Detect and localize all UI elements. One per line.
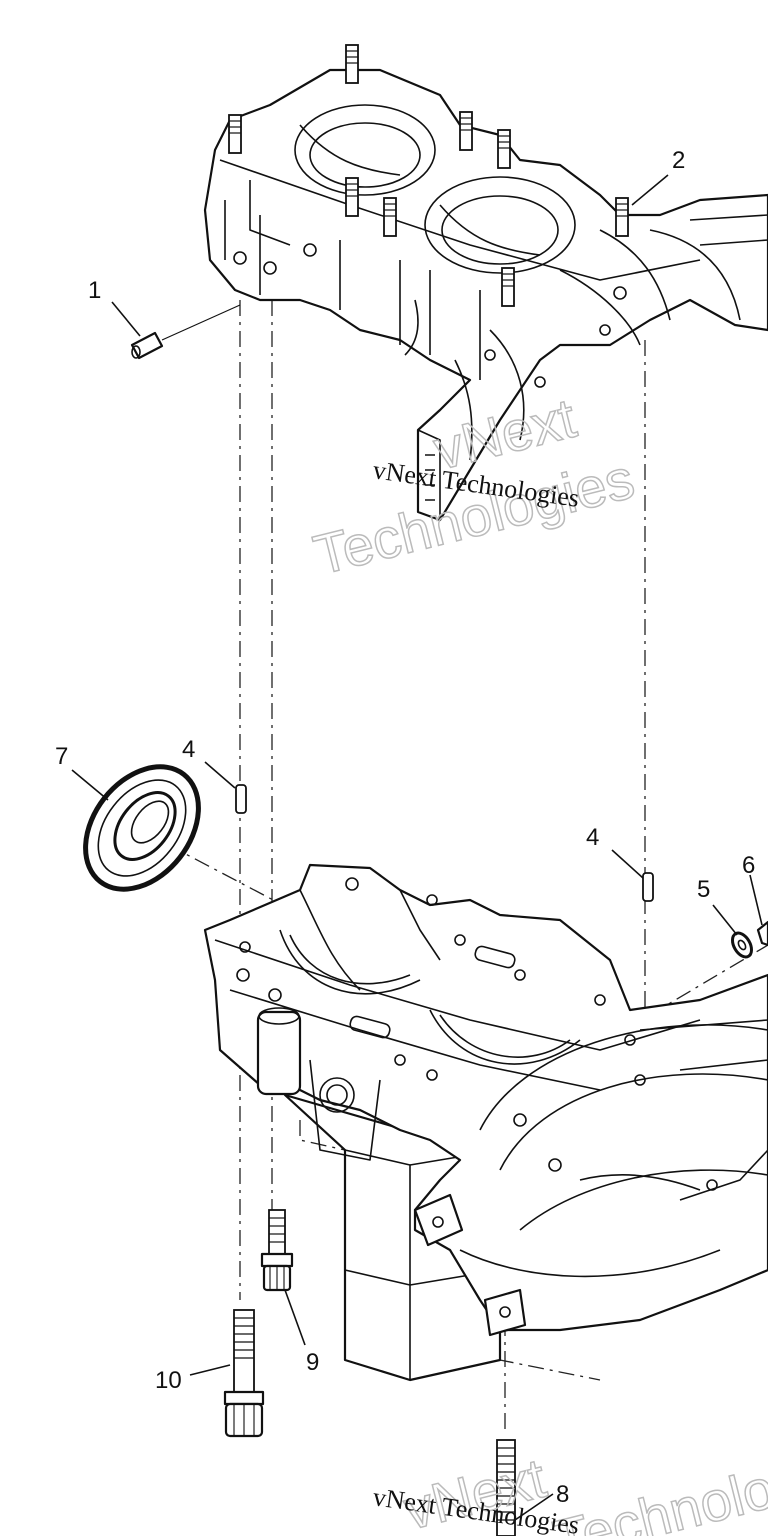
fitting-bolt xyxy=(260,1209,294,1292)
callout-5: 5 xyxy=(697,876,710,903)
watermark-bottom-outline-b: Technologies xyxy=(548,1431,768,1536)
dowel-pin xyxy=(130,304,241,360)
fitting xyxy=(756,920,768,947)
oil-seal xyxy=(83,764,201,892)
callout-7: 7 xyxy=(55,743,68,770)
callout-2: 2 xyxy=(672,147,685,174)
dowel-left xyxy=(235,784,247,814)
callout-1: 1 xyxy=(88,277,101,304)
crankcase-bolt xyxy=(223,1309,265,1438)
stud xyxy=(496,1439,516,1536)
cylinder-studs xyxy=(228,44,629,307)
callout-labels: 1 2 4 4 5 6 7 8 9 10 xyxy=(55,147,755,1508)
dowel-right xyxy=(642,872,654,902)
leader-lines xyxy=(71,174,763,1521)
callout-4-left: 4 xyxy=(182,736,195,763)
callout-10: 10 xyxy=(155,1367,182,1394)
callout-6: 6 xyxy=(742,852,755,879)
lower-crankcase xyxy=(203,863,768,1382)
callout-8: 8 xyxy=(556,1481,569,1508)
callout-9: 9 xyxy=(306,1349,319,1376)
watermark-top: vNext Technologies vNext Technologies xyxy=(307,385,641,587)
callout-4-right: 4 xyxy=(586,824,599,851)
washer xyxy=(731,931,753,959)
watermark-bottom: vNext Technologies vNext Technologies xyxy=(371,1431,768,1536)
